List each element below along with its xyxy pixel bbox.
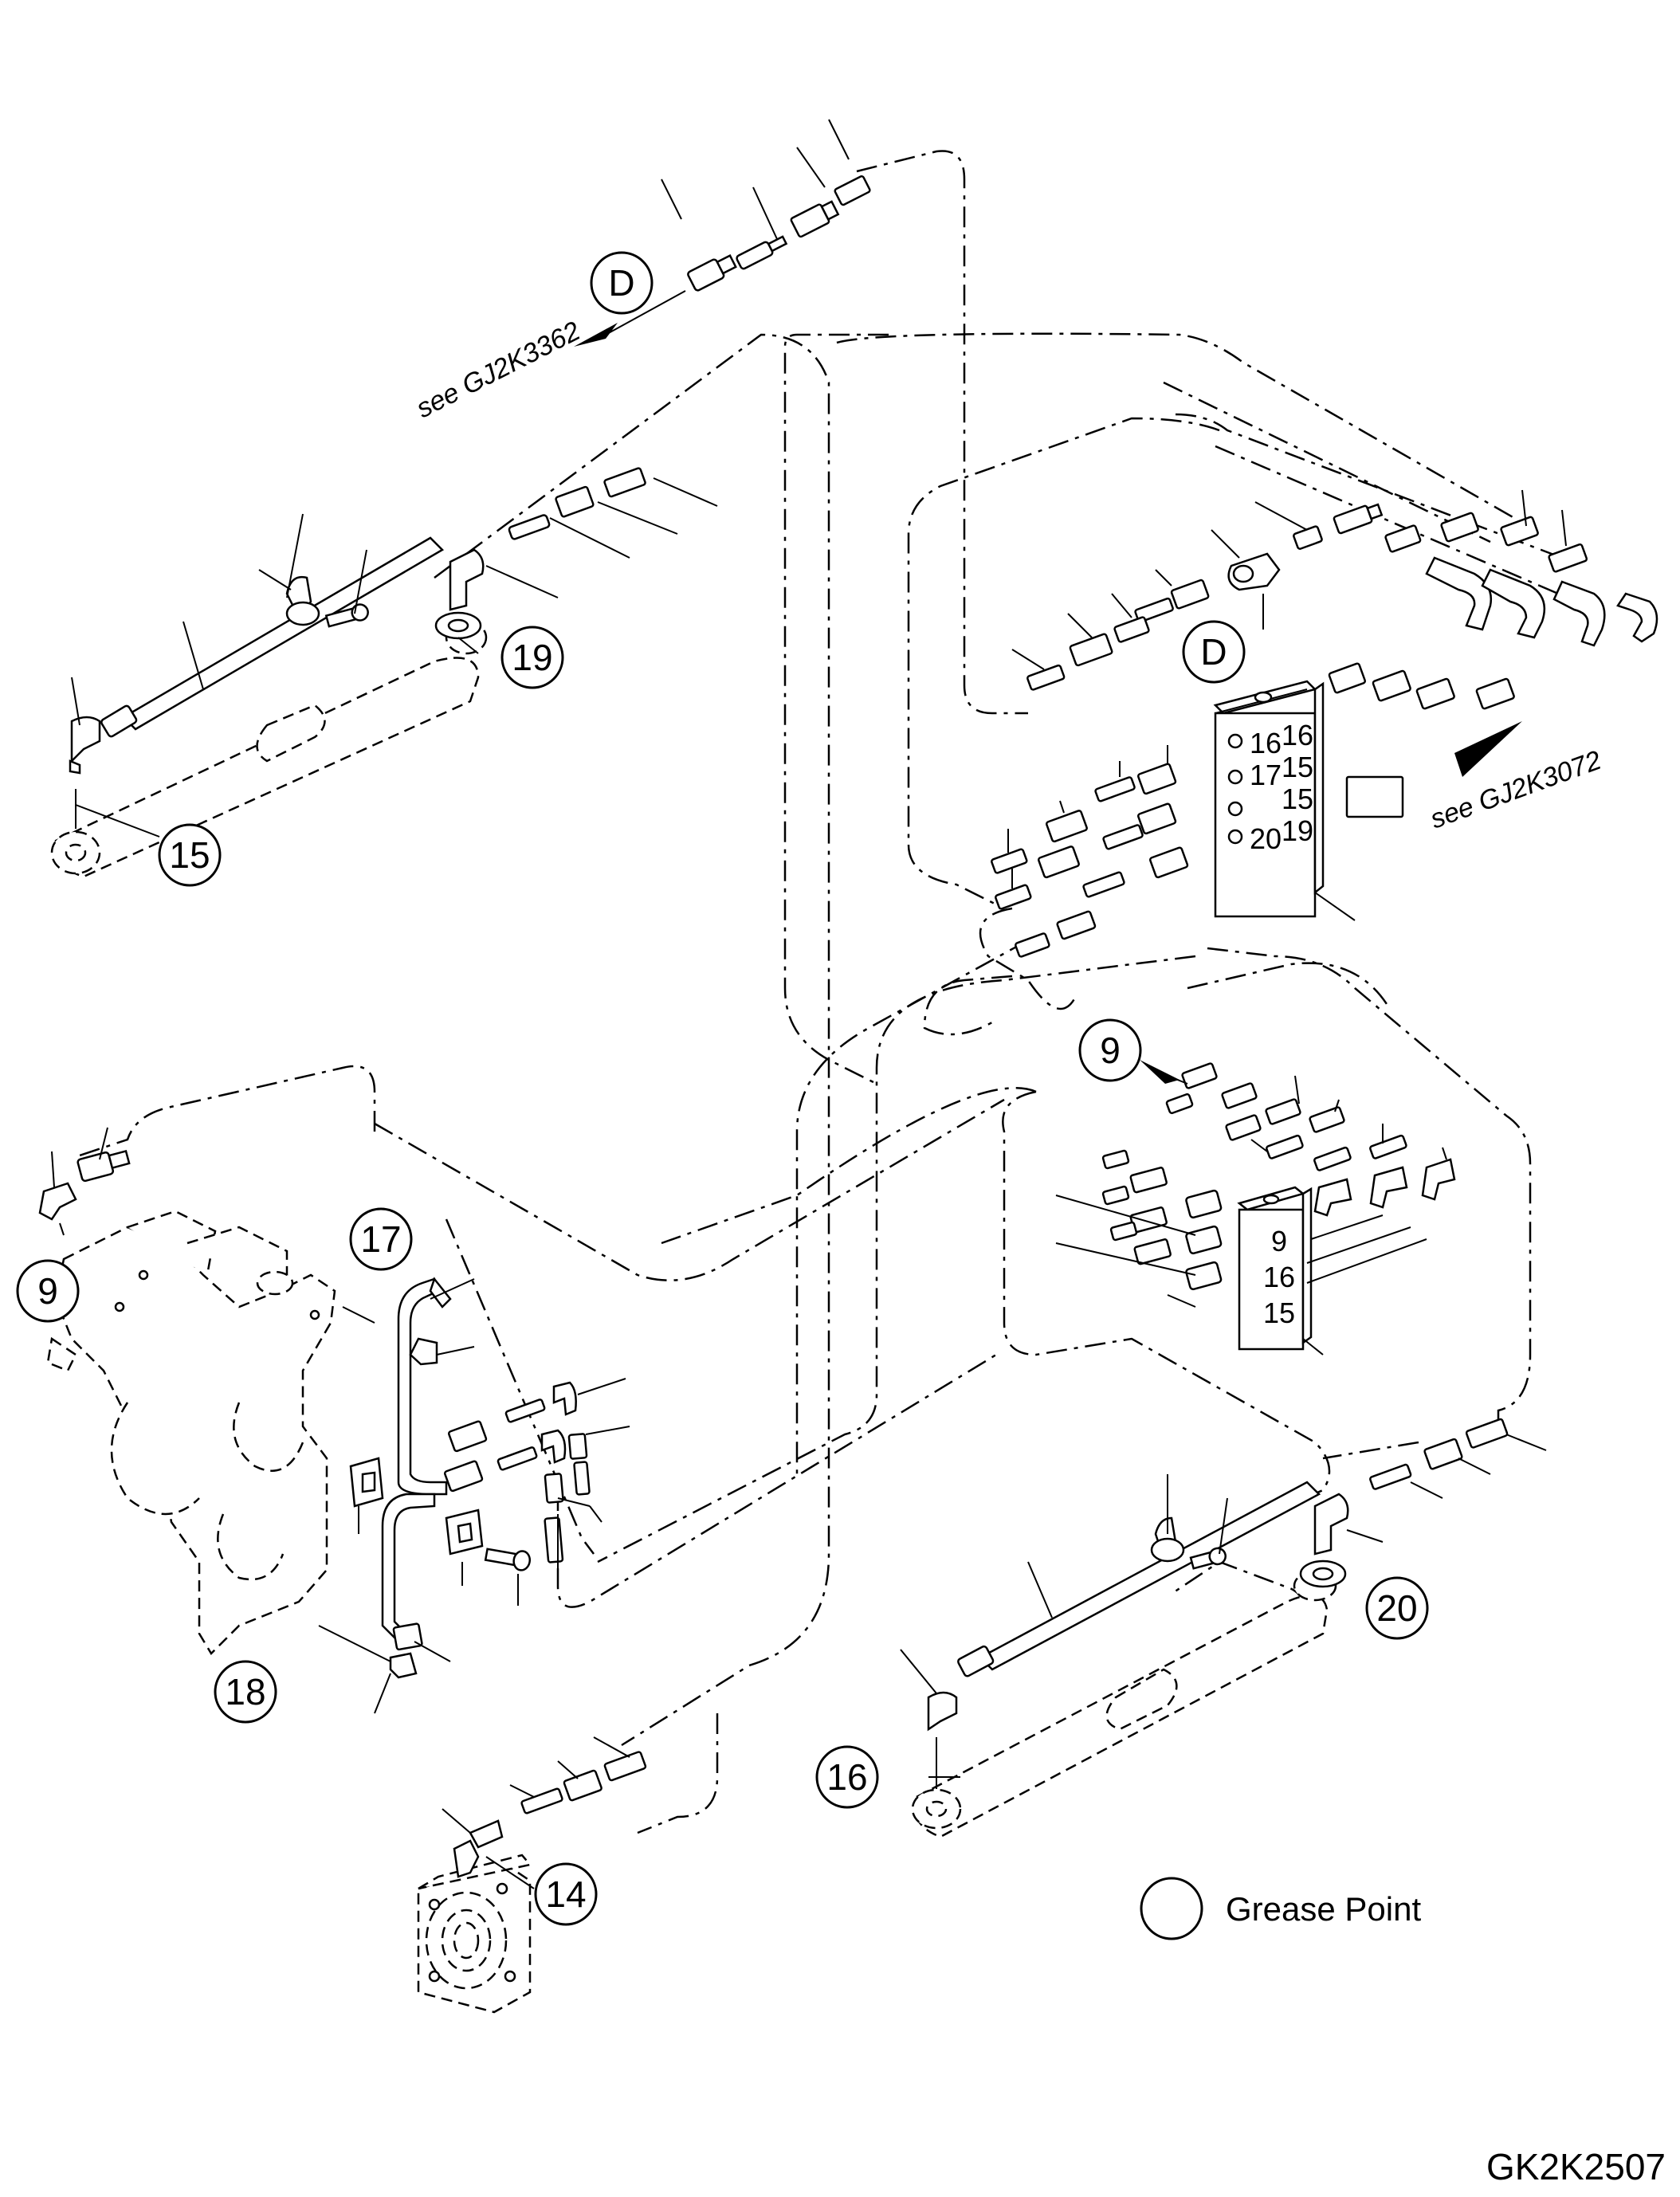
callout-14-label: 14 [545,1873,586,1915]
distributor-main [1213,680,1404,921]
distributor-upper-fittings [991,489,1658,958]
frame-left [38,1127,630,1714]
dm-row3-right: 15 [1282,783,1313,815]
legend-circle-icon [1140,1877,1203,1940]
callout-9-right-label: 9 [1100,1030,1121,1071]
callout-9-left: 9 [16,1259,80,1323]
ds-row3: 15 [1263,1297,1295,1329]
dm-row2-left: 17 [1250,759,1282,791]
dm-row2-right: 15 [1282,751,1313,783]
legend: Grease Point [1140,1877,1421,1940]
distributor-main-labels: 16 16 17 15 15 20 19 [1250,719,1313,855]
callout-19-label: 19 [512,637,552,678]
callout-9-right: 9 [1078,1018,1142,1082]
callout-15-label: 15 [169,834,210,876]
callout-20-label: 20 [1376,1587,1417,1629]
distributor-small-labels: 9 16 15 [1263,1225,1295,1329]
legend-label: Grease Point [1226,1890,1421,1928]
callout-D-block-label: D [1200,631,1227,673]
ref-right: see GJ2K3072 [1427,745,1605,835]
callout-20: 20 [1365,1576,1429,1640]
dm-row1-right: 16 [1282,719,1313,751]
distributor-small [1055,1060,1456,1355]
callout-16-label: 16 [826,1756,867,1798]
ds-row2: 16 [1263,1261,1295,1293]
callout-17: 17 [349,1207,413,1271]
callout-15: 15 [158,823,222,887]
hose-routes [79,150,1587,1834]
top-fittings [574,119,871,347]
callout-17-label: 17 [360,1218,401,1260]
callout-9-left-label: 9 [37,1270,58,1312]
callout-19: 19 [500,626,564,689]
callout-D-top: D [590,251,654,315]
dm-row1-left: 16 [1250,727,1282,759]
cylinder-lower-right [900,1418,1547,1838]
callout-18: 18 [214,1660,277,1724]
callout-14: 14 [534,1862,598,1926]
callout-D-top-label: D [608,262,634,304]
drawing-code: GK2K2507 [1486,2146,1666,2187]
callout-16: 16 [815,1745,879,1809]
bearing-housing [417,1736,647,2014]
dm-row4-left: 20 [1250,822,1282,855]
callout-18-label: 18 [225,1671,265,1712]
ds-row1: 9 [1271,1225,1287,1257]
cylinder-upper-left [50,467,718,878]
callout-D-block: D [1182,620,1246,684]
dm-row4-right: 19 [1282,814,1313,847]
ref-top: see GJ2K3362 [411,316,585,424]
